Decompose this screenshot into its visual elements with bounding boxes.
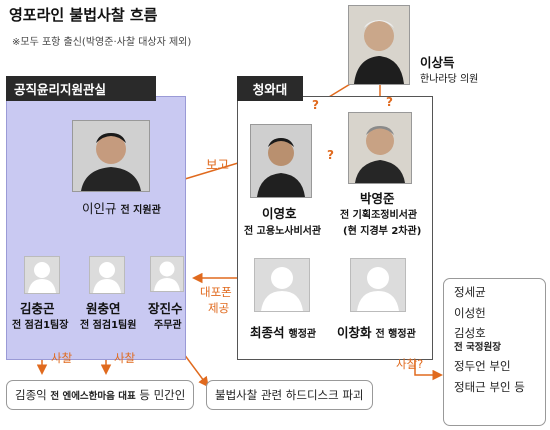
- role-lee-changhwa: 전 행정관: [375, 329, 416, 340]
- photo-lee-sangdeuk: [348, 5, 410, 85]
- role-jang-jinsu: 주무관: [154, 320, 182, 331]
- edge-label-sachal-3: 사찰?: [396, 357, 424, 371]
- photo-lee-yeongho: [250, 124, 312, 198]
- avatar-kim-chunggon: [24, 256, 60, 294]
- role-lee-ingyu: 전 지원관: [120, 205, 161, 216]
- civilian-suffix: 등 민간인: [139, 388, 186, 402]
- target-list-1: 정세균: [454, 285, 486, 299]
- role-won-chungyeon: 전 점검1팀원: [80, 320, 137, 331]
- target-list-2: 이성헌: [454, 305, 486, 320]
- diagram-note: ※모두 포항 출신(박영준·사찰 대상자 제외): [12, 37, 192, 48]
- target-box-hdd: 불법사찰 관련 하드디스크 파괴: [206, 380, 373, 410]
- photo-park-yeongjun: [348, 112, 412, 184]
- target-box-civilians: 김종익 전 엔에스한마음 대표 등 민간인: [6, 380, 195, 410]
- name-lee-ingyu-text: 이인규: [82, 201, 117, 216]
- name-park-yeongjun: 박영준: [360, 191, 395, 206]
- name-lee-changhwa-text: 이창화: [337, 325, 372, 340]
- edge-label-phone-1: 대포폰: [200, 285, 232, 299]
- role-choi-jongseok: 행정관: [288, 329, 317, 340]
- target-list-5: 정두언 부인: [454, 359, 511, 373]
- name-kim-chunggon: 김충곤: [20, 301, 55, 316]
- edge-label-phone-2: 제공: [208, 301, 230, 315]
- avatar-lee-changhwa: [350, 258, 406, 312]
- role-lee-yeongho: 전 고용노사비서관: [244, 226, 322, 237]
- target-list-6: 정태근 부인 등: [454, 379, 525, 394]
- edge-label-sachal-2: 사찰: [114, 351, 136, 365]
- group-header-blue-house: 청와대: [237, 76, 303, 101]
- target-list-4: 전 국정원장: [454, 341, 502, 353]
- name-lee-sangdeuk: 이상득: [420, 55, 455, 70]
- role-park-yeongjun: 전 기획조정비서관: [340, 210, 418, 221]
- target-list-3: 김성호: [454, 326, 486, 340]
- role-lee-sangdeuk: 한나라당 의원: [420, 74, 479, 85]
- avatar-won-chungyeon: [89, 256, 125, 294]
- edge-label-sachal-1: 사찰: [51, 351, 73, 365]
- name-choi-jongseok: 최종석 행정관: [250, 322, 316, 341]
- name-jang-jinsu: 장진수: [148, 301, 183, 316]
- name-choi-jongseok-text: 최종석: [250, 325, 285, 340]
- name-lee-ingyu: 이인규 전 지원관: [82, 198, 161, 217]
- photo-lee-ingyu: [72, 120, 150, 192]
- civilian-name: 김종익: [15, 388, 47, 402]
- edge-label-report: 보고: [206, 157, 230, 172]
- target-box-politicians: 정세균 이성헌 김성호 전 국정원장 정두언 부인 정태근 부인 등: [443, 278, 546, 426]
- diagram-title: 영포라인 불법사찰 흐름: [9, 6, 158, 24]
- name-lee-yeongho: 이영호: [262, 206, 297, 221]
- edge-label-q2: ?: [386, 95, 393, 109]
- role2-park-yeongjun: (현 지경부 2차관): [343, 226, 422, 237]
- group-header-ethics-office: 공직윤리지원관실: [6, 76, 156, 101]
- avatar-jang-jinsu: [150, 256, 184, 292]
- name-lee-changhwa: 이창화 전 행정관: [337, 322, 416, 341]
- avatar-choi-jongseok: [254, 258, 310, 312]
- edge-label-q3: ?: [327, 148, 334, 162]
- role-kim-chunggon: 전 점검1팀장: [12, 320, 69, 331]
- edge-label-q1: ?: [312, 98, 319, 112]
- name-won-chungyeon: 원충연: [86, 301, 121, 316]
- civilian-role: 전 엔에스한마음 대표: [50, 391, 136, 402]
